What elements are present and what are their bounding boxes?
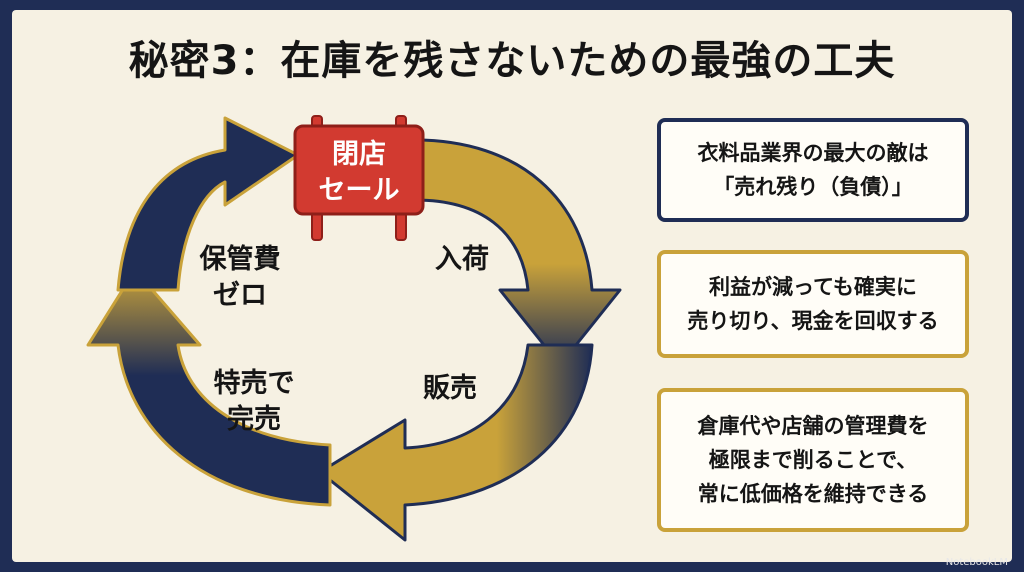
label-clearance-line2: 完売 [227,403,281,435]
label-clearance-line1: 特売で [214,368,295,399]
card-text-line: 売り切り、現金を回収する [687,309,939,333]
sign-text-line1: 閉店 [332,139,386,170]
cycle-arrow-bottom [318,343,594,542]
label-arrival: 入荷 [435,244,489,275]
info-card-sell-out: 利益が減っても確実に 売り切り、現金を回収する [657,250,969,358]
info-card-low-cost: 倉庫代や店舗の管理費を 極限まで削ることで、 常に低価格を維持できる [657,388,969,532]
info-card-biggest-enemy: 衣料品業界の最大の敵は 「売れ残り（負債）」 [657,118,969,222]
page-title: 秘密3：在庫を残さないための最強の工夫 [128,38,896,84]
label-sales: 販売 [423,373,477,404]
card-text-line: 利益が減っても確実に [709,275,917,299]
label-storage-line2: ゼロ [213,280,267,311]
cycle-arrow-right [413,138,622,367]
label-storage-line1: 保管費 [199,244,281,275]
card-text-line: 「売れ残り（負債）」 [713,175,913,199]
sign-text-line2: セール [319,175,400,206]
cycle-arrow-top [116,116,300,292]
notebooklm-watermark: NotebookLM [945,557,1008,568]
card-text-line: 極限まで削ることで、 [708,448,918,472]
card-text-line: 衣料品業界の最大の敵は [697,141,929,165]
cycle-arrow-left [86,268,332,507]
card-text-line: 常に低価格を維持できる [697,482,929,506]
closing-sale-sign: 閉店 セール [293,115,425,241]
card-text-line: 倉庫代や店舗の管理費を [697,414,929,438]
